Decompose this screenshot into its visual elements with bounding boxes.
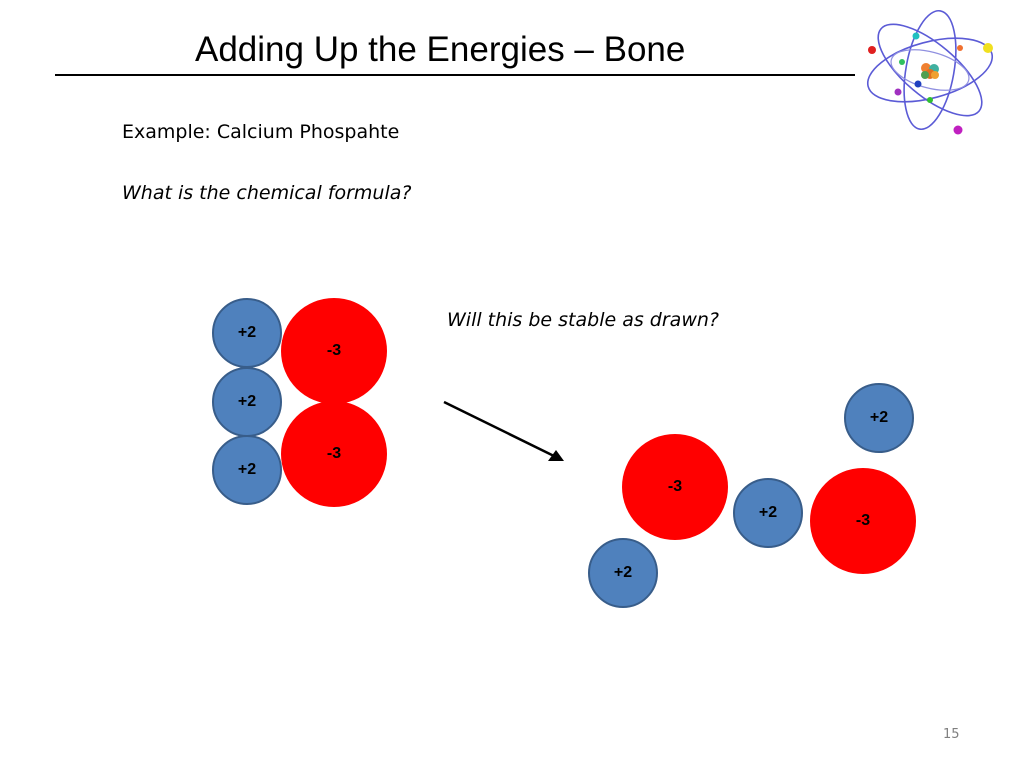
formula-question: What is the chemical formula? [122,182,412,204]
anion-phosphate: -3 [810,468,916,574]
stability-question: Will this be stable as drawn? [447,309,719,331]
cation-calcium: +2 [844,383,914,453]
cation-calcium: +2 [212,367,282,437]
anion-phosphate: -3 [281,401,387,507]
slide-title: Adding Up the Energies – Bone [195,30,686,69]
page-number: 15 [943,727,960,742]
title-underline [55,74,855,76]
anion-phosphate: -3 [281,298,387,404]
anion-phosphate: -3 [622,434,728,540]
cation-calcium: +2 [212,298,282,368]
cation-calcium: +2 [733,478,803,548]
cation-calcium: +2 [212,435,282,505]
cation-calcium: +2 [588,538,658,608]
example-line: Example: Calcium Phospahte [122,121,400,143]
